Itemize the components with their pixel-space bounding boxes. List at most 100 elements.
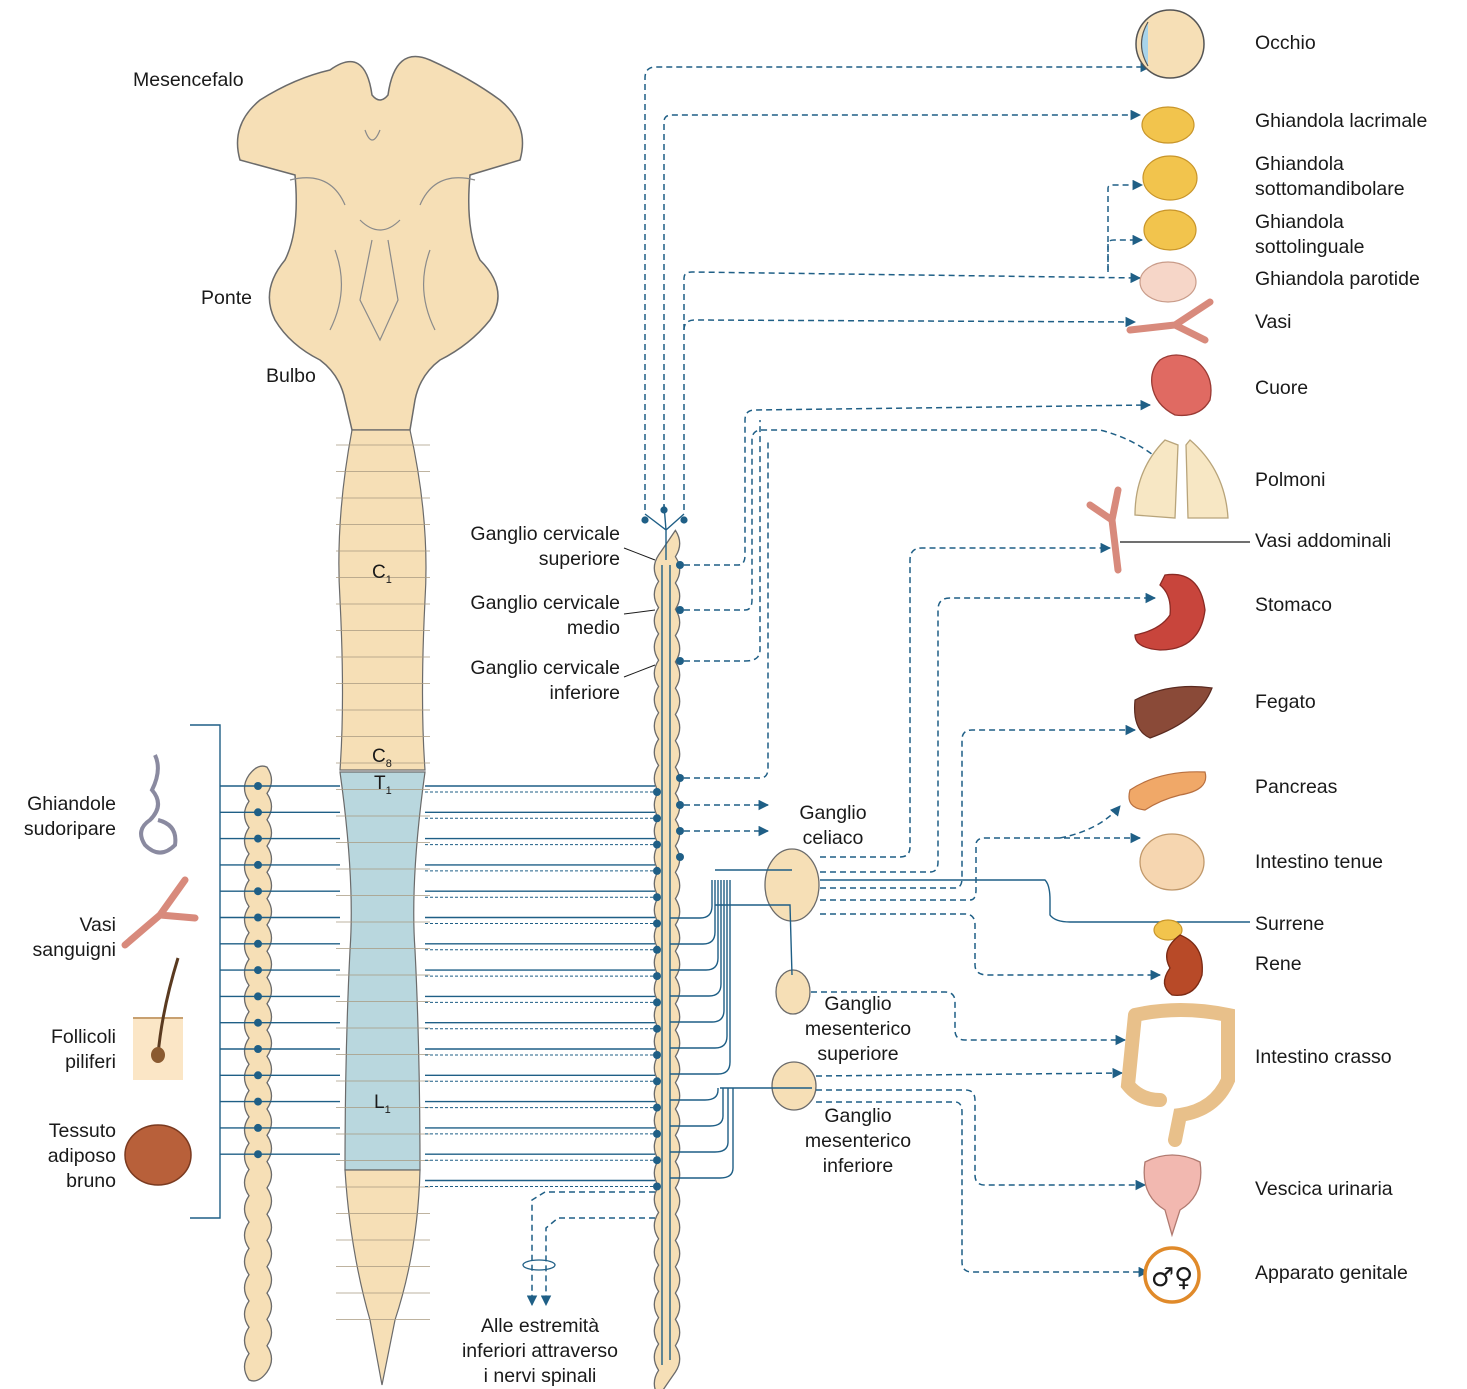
- synapse-dot: [254, 835, 262, 843]
- organ-label-pancreas: Pancreas: [1255, 775, 1337, 800]
- male-female-symbol-icon: ♂♀: [1145, 1248, 1199, 1302]
- synapse-dot: [254, 1098, 262, 1106]
- organ-label-lacrimal: Ghiandola lacrimale: [1255, 109, 1427, 134]
- hair-follicles-label: Follicolipiliferi: [2, 1025, 116, 1075]
- segment-l1: L1: [374, 1092, 391, 1116]
- large-intestine-icon: [1128, 1010, 1228, 1140]
- synapse-dot: [254, 1124, 262, 1132]
- skin-targets-bracket: [190, 725, 220, 1218]
- synapse-dot: [254, 992, 262, 1000]
- postganglionic-fiber: [684, 405, 1150, 565]
- postganglionic-fiber: [684, 320, 1135, 330]
- organ-label-bladder: Vescica urinaria: [1255, 1177, 1393, 1202]
- postganglionic-fiber: [684, 420, 760, 661]
- synapse-dot: [680, 516, 687, 523]
- sweat-gland-icon: [141, 755, 175, 853]
- synapse-dot: [653, 1183, 661, 1191]
- organ-label-kidney: Rene: [1255, 952, 1302, 977]
- synapse-dot: [254, 782, 262, 790]
- postganglionic-fiber: [684, 440, 768, 778]
- synapse-dot: [653, 1025, 661, 1033]
- organ-label-eye: Occhio: [1255, 31, 1316, 56]
- postganglionic-fiber: [645, 67, 1150, 510]
- abdominal-vessels-icon: [1090, 490, 1118, 570]
- synapse-dot: [254, 1045, 262, 1053]
- synapse-dot: [653, 972, 661, 980]
- lower-limbs-label: Alle estremitàinferiori attraversoi nerv…: [440, 1314, 640, 1389]
- pons-label: Ponte: [201, 286, 252, 311]
- postganglionic-fiber: [684, 430, 1168, 610]
- synapse-dot: [641, 516, 648, 523]
- organ-label-adrenal: Surrene: [1255, 912, 1324, 937]
- celiac-ganglion-label: Ganglioceliaco: [778, 801, 888, 851]
- organ-label-vessels: Vasi: [1255, 310, 1292, 335]
- blood-vessel-icon: [125, 880, 195, 945]
- organ-label-abdominal-vessels: Vasi addominali: [1255, 529, 1391, 554]
- mesenteric-inferior-ganglion-label: Gangliomesentericoinferiore: [793, 1104, 923, 1179]
- synapse-dot: [653, 841, 661, 849]
- liver-icon: [1135, 687, 1212, 739]
- pancreas-icon: [1129, 772, 1206, 810]
- splanchnic-fiber: [670, 880, 724, 1022]
- postganglionic-fiber: [1108, 185, 1142, 272]
- bladder-icon: [1144, 1155, 1201, 1235]
- postganglionic-fiber: [816, 1073, 1122, 1076]
- synapse-dot: [254, 861, 262, 869]
- vessels-icon: [1130, 302, 1210, 340]
- right-sympathetic-trunk: [654, 530, 679, 1389]
- postganglionic-fiber: [1108, 240, 1142, 270]
- synapse-dot: [676, 801, 684, 809]
- synapse-dot: [653, 788, 661, 796]
- synapse-dot: [254, 1019, 262, 1027]
- mesenteric-superior-ganglion-label: Gangliomesentericosuperiore: [793, 992, 923, 1067]
- synapse-dot: [676, 853, 684, 861]
- mesencephalon-label: Mesencefalo: [133, 68, 244, 93]
- postganglionic-fiber: [820, 914, 1160, 975]
- hair-follicle-icon: [133, 958, 183, 1080]
- lacrimal-gland-icon: [1142, 107, 1194, 143]
- organ-label-small-intestine: Intestino tenue: [1255, 850, 1383, 875]
- postganglionic-fiber: [1060, 806, 1120, 838]
- lower-limb-fiber-2: [546, 1218, 655, 1305]
- svg-text:♂♀: ♂♀: [1151, 1263, 1193, 1293]
- synapse-dot: [653, 998, 661, 1006]
- skin-target-illustrations: [125, 755, 195, 1185]
- synapse-dot: [653, 867, 661, 875]
- small-intestine-icon: [1140, 834, 1204, 890]
- synapse-dot: [676, 606, 684, 614]
- synapse-dot: [676, 774, 684, 782]
- synapse-dot: [653, 1051, 661, 1059]
- submandibular-gland-icon: [1143, 156, 1197, 200]
- synapse-dot: [676, 827, 684, 835]
- sublingual-gland-icon: [1144, 210, 1196, 250]
- sweat-glands-label: Ghiandolesudoripare: [2, 792, 116, 842]
- postganglionic-fiber: [664, 115, 1140, 510]
- lower-limb-fiber-1: [532, 1192, 655, 1305]
- synapse-dot: [653, 1156, 661, 1164]
- segment-c1: C1: [372, 562, 392, 586]
- synapse-dot: [653, 1130, 661, 1138]
- segment-t1: T1: [374, 773, 392, 797]
- synapse-dot: [254, 940, 262, 948]
- synapse-dot: [653, 893, 661, 901]
- nerve-wrap-icon: [523, 1260, 555, 1270]
- organ-label-heart: Cuore: [1255, 376, 1308, 401]
- synapse-dot: [254, 808, 262, 816]
- organ-illustrations: ♂♀: [1090, 10, 1228, 1302]
- organ-label-liver: Fegato: [1255, 690, 1316, 715]
- organ-label-lungs: Polmoni: [1255, 468, 1325, 493]
- stomach-icon: [1135, 574, 1205, 650]
- synapse-dot: [653, 920, 661, 928]
- synapse-dot: [653, 1077, 661, 1085]
- synapse-dot: [254, 966, 262, 974]
- brown-fat-icon: [125, 1125, 191, 1185]
- organ-label-stomach: Stomaco: [1255, 593, 1332, 618]
- organ-label-genital: Apparato genitale: [1255, 1261, 1408, 1286]
- synapse-dot: [676, 657, 684, 665]
